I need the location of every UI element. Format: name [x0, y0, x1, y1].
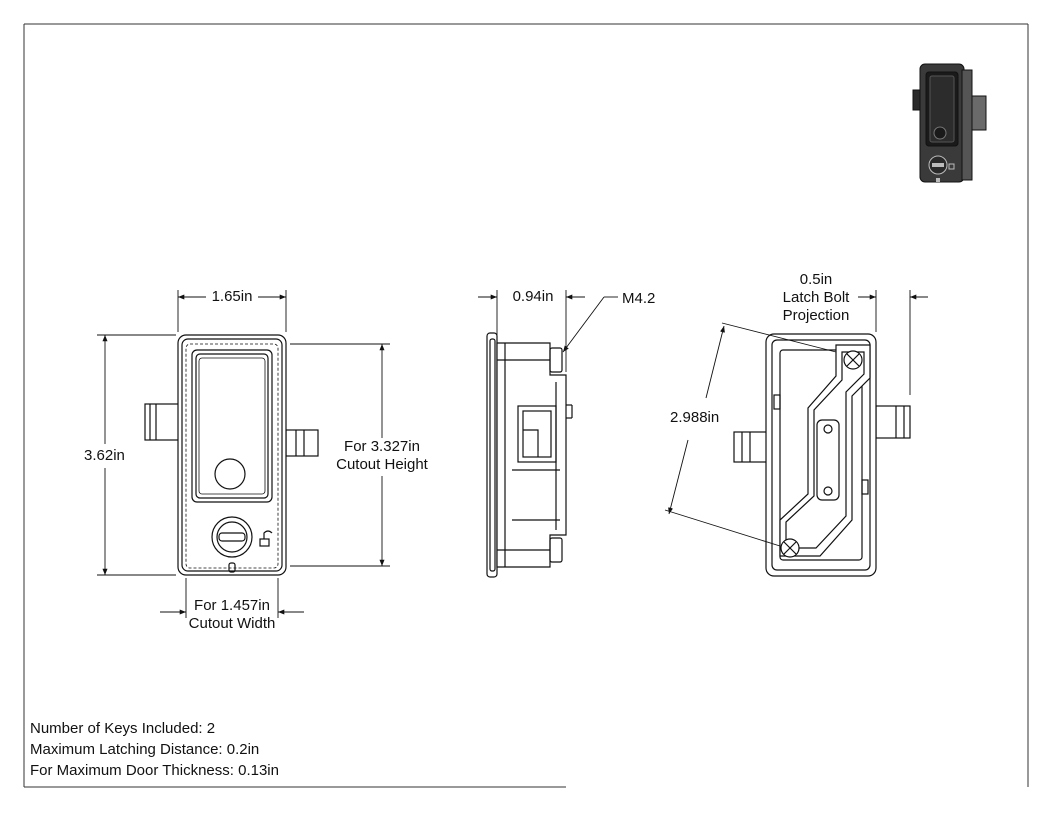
- latch-bolt-line-1: 0.5in: [799, 271, 833, 288]
- latch-bolt-line-3: Projection: [782, 307, 850, 324]
- cutout-width-label: For 1.457in Cutout Width: [180, 597, 284, 633]
- rear-view: [733, 333, 911, 577]
- side-dimensions: [478, 290, 618, 372]
- depth-label: 0.94in: [512, 288, 554, 305]
- cutout-height-line-2: Cutout Height: [336, 456, 428, 473]
- overall-height-label: 3.62in: [84, 447, 125, 464]
- cutout-height-line-1: For 3.327in: [344, 438, 420, 455]
- latch-bolt-label: 0.5in Latch Bolt Projection: [770, 271, 862, 325]
- rear-dimensions: [664, 290, 928, 547]
- cutout-width-line-2: Cutout Width: [188, 615, 276, 632]
- note-keys: Number of Keys Included: 2: [30, 720, 216, 737]
- side-view: [486, 332, 573, 578]
- cutout-height-label: For 3.327in Cutout Height: [330, 438, 434, 474]
- diagonal-label: 2.988in: [670, 409, 720, 426]
- latch-bolt-line-2: Latch Bolt: [782, 289, 850, 306]
- sheet-border: [23, 23, 1029, 788]
- front-dimensions: [97, 290, 390, 618]
- iso-thumbnail: [912, 63, 987, 183]
- note-door-thickness: For Maximum Door Thickness: 0.13in: [30, 762, 279, 779]
- screw-label: M4.2: [622, 290, 656, 307]
- overall-width-label: 1.65in: [211, 288, 253, 305]
- front-view: [144, 334, 319, 576]
- cutout-width-line-1: For 1.457in: [194, 597, 270, 614]
- spec-notes: Number of Keys Included: 2 Maximum Latch…: [30, 718, 279, 781]
- note-latching-distance: Maximum Latching Distance: 0.2in: [30, 741, 260, 758]
